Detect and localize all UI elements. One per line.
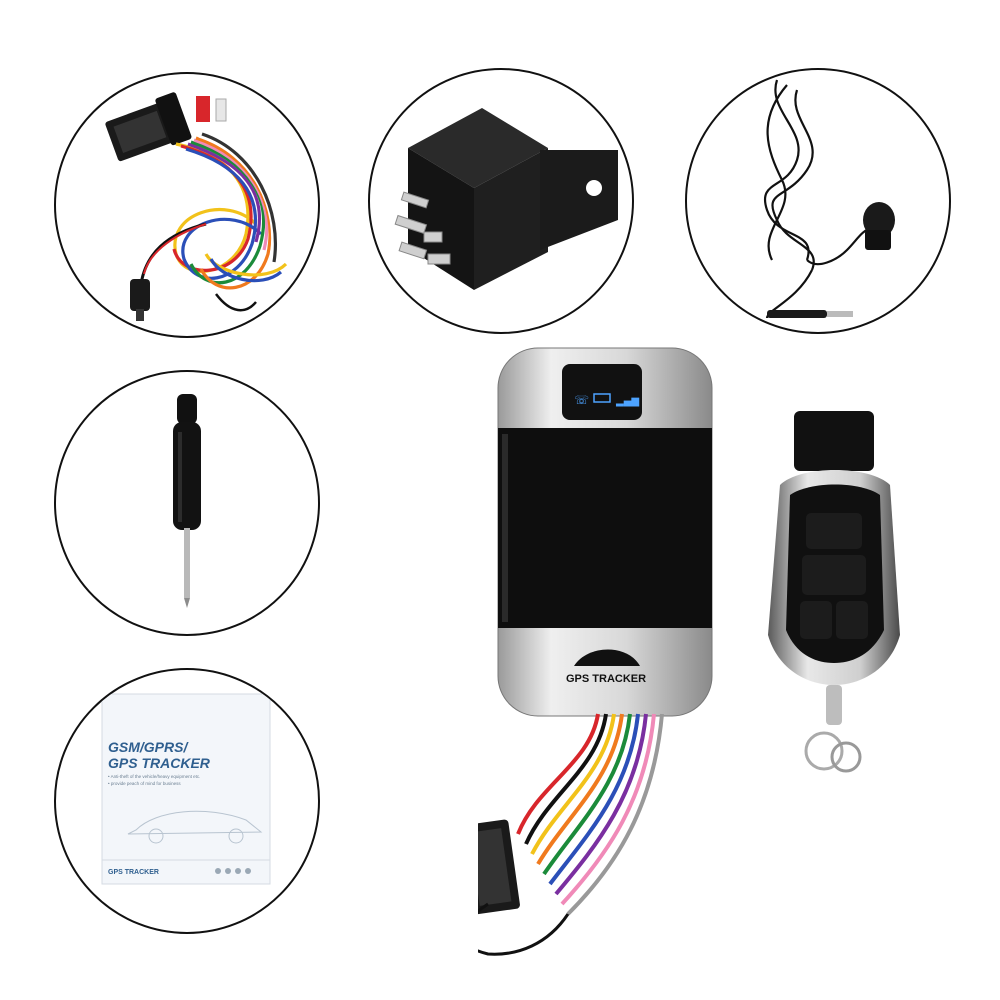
signal-icon: ☏: [574, 393, 589, 407]
microphone-circle: [685, 68, 951, 334]
wiring-harness-image: [105, 92, 288, 321]
gsm-signal-icon: ▂▄▆: [615, 396, 639, 407]
user-manual-image: GSM/GPRS/ GPS TRACKER • Anti-theft of th…: [101, 693, 271, 885]
manual-title-line2: GPS TRACKER: [108, 755, 211, 771]
remote-key-fob: [760, 405, 930, 805]
manual-bullet-2: • provide peach of mind for business: [108, 781, 181, 786]
tracker-label: GPS TRACKER: [566, 673, 646, 685]
microphone-image: [764, 79, 895, 319]
manual-circle: GSM/GPRS/ GPS TRACKER • Anti-theft of th…: [54, 668, 320, 934]
relay-circle: [368, 68, 634, 334]
screwdriver-image: [173, 394, 201, 608]
wiring-harness-circle: [54, 72, 320, 338]
screwdriver-circle: [54, 370, 320, 636]
gps-tracker-image: ☏ ▂▄▆ GPS TRACKER: [478, 347, 713, 956]
battery-icon: [593, 393, 611, 403]
relay-image: [394, 108, 618, 290]
manual-title-line1: GSM/GPRS/: [108, 739, 189, 755]
remote-key-image: [768, 411, 900, 773]
manual-footer-brand: GPS TRACKER: [108, 869, 159, 876]
gps-tracker-device: ☏ ▂▄▆ GPS TRACKER: [478, 344, 738, 964]
manual-bullet-1: • Anti-theft of the vehicle/heavy equipm…: [108, 774, 200, 779]
